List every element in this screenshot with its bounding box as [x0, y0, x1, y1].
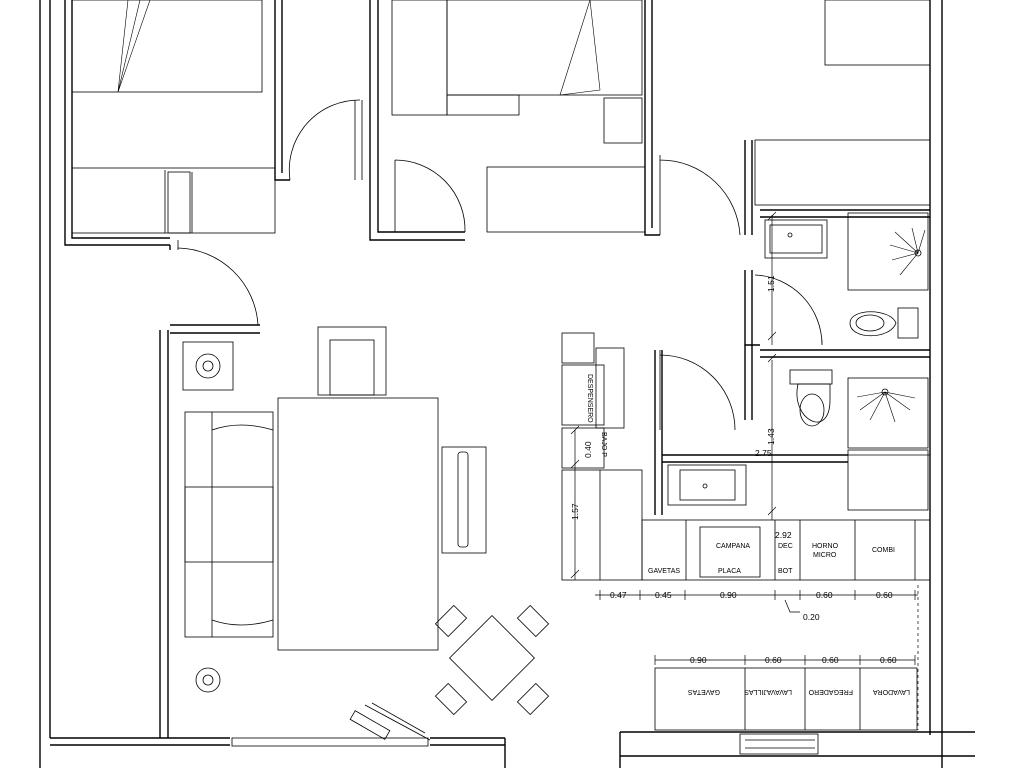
dim-2-92: 2.92 [775, 530, 792, 540]
dim-lower-2: 0.60 [765, 655, 782, 665]
dim-lower-1: 0.90 [690, 655, 707, 665]
label-campana: CAMPANA [716, 543, 750, 550]
dim-bottom-4: 0.60 [816, 590, 833, 600]
dim-bottom-3: 0.90 [720, 590, 737, 600]
label-lavavajillas: LAVAVAJILLAS [744, 688, 792, 695]
shower-icon-2 [856, 388, 916, 423]
bathrooms [659, 209, 930, 511]
label-fregadero: FREGADERO [808, 688, 853, 695]
label-dec: DEC [778, 543, 793, 550]
dim-1-43: 1.43 [766, 428, 776, 445]
dim-lower-3: 0.60 [822, 655, 839, 665]
toilet-icon-2 [789, 369, 833, 427]
living-room [50, 240, 550, 768]
label-horno: HORNO [812, 543, 839, 550]
label-despensero: DESPENSERO [586, 374, 593, 423]
dim-0-40: 0.40 [583, 441, 593, 458]
dim-2-75: 2.75 [755, 448, 772, 458]
shower-icon [889, 227, 926, 276]
bedroom-2 [369, 0, 660, 241]
label-gavetas-lower: GAVETAS [688, 688, 720, 695]
label-micro: MICRO [813, 552, 837, 559]
exterior-walls [39, 0, 943, 768]
label-placa: PLACA [718, 568, 741, 575]
label-gavetas: GAVETAS [648, 568, 680, 575]
toilet-icon [849, 307, 919, 339]
dim-1-57: 1.57 [570, 503, 580, 520]
dim-lower-4: 0.60 [880, 655, 897, 665]
dim-0-20: 0.20 [803, 612, 820, 622]
label-bajo-p: BAJO P [600, 432, 607, 457]
bedroom-1 [64, 0, 363, 250]
dim-bottom-1: 0.47 [610, 590, 627, 600]
dim-1-51: 1.51 [766, 275, 776, 292]
dim-bottom-5: 0.60 [876, 590, 893, 600]
label-combi: COMBI [872, 547, 895, 554]
label-lavadora: LAVADORA [873, 688, 910, 695]
bedroom-3 [659, 0, 931, 236]
label-bot: BOT [778, 568, 793, 575]
dimension-lines: 1.51 1.43 2.75 2.92 0.40 1.57 0.47 0.45 … [570, 211, 930, 730]
dim-bottom-2: 0.45 [655, 590, 672, 600]
kitchen: DESPENSERO BAJO P CAMPANA PLACA DEC BOT … [561, 332, 975, 768]
